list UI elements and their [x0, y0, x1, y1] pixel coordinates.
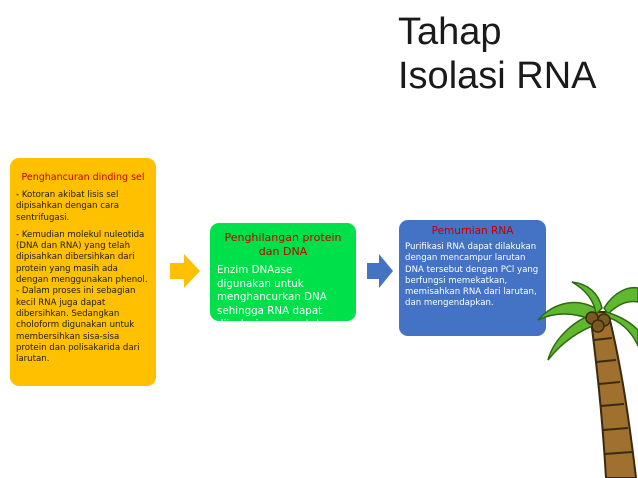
step-title: Pemurnian RNA: [431, 225, 514, 237]
step-paragraph: - Kotoran akibat lisis sel dipisahkan de…: [16, 190, 120, 223]
title-line-1: Tahap: [398, 11, 502, 53]
step-title: Penghancuran dinding sel: [21, 172, 145, 183]
step-box-cell-wall-destruction: Penghancuran dinding sel - Kotoran akiba…: [10, 158, 156, 386]
right-arrow-icon: [170, 254, 200, 288]
palm-tree-icon: [537, 281, 638, 478]
slide-title: Tahap Isolasi RNA: [398, 10, 597, 98]
step-paragraph: Purifikasi RNA dapat dilakukan dengan me…: [405, 242, 539, 309]
right-arrow-icon: [367, 254, 393, 288]
step-box-protein-dna-removal: Penghilangan protein dan DNA Enzim DNAas…: [210, 223, 356, 330]
step-title: Penghilangan protein dan DNA: [224, 231, 342, 258]
step-box-rna-purification: Pemurnian RNA Purifikasi RNA dapat dilak…: [399, 220, 546, 336]
step-paragraph: Enzim DNAase digunakan untuk menghancurk…: [217, 264, 327, 330]
title-line-2: Isolasi RNA: [398, 55, 597, 97]
step-paragraph: - Kemudian molekul nuleotida (DNA dan RN…: [16, 229, 148, 365]
